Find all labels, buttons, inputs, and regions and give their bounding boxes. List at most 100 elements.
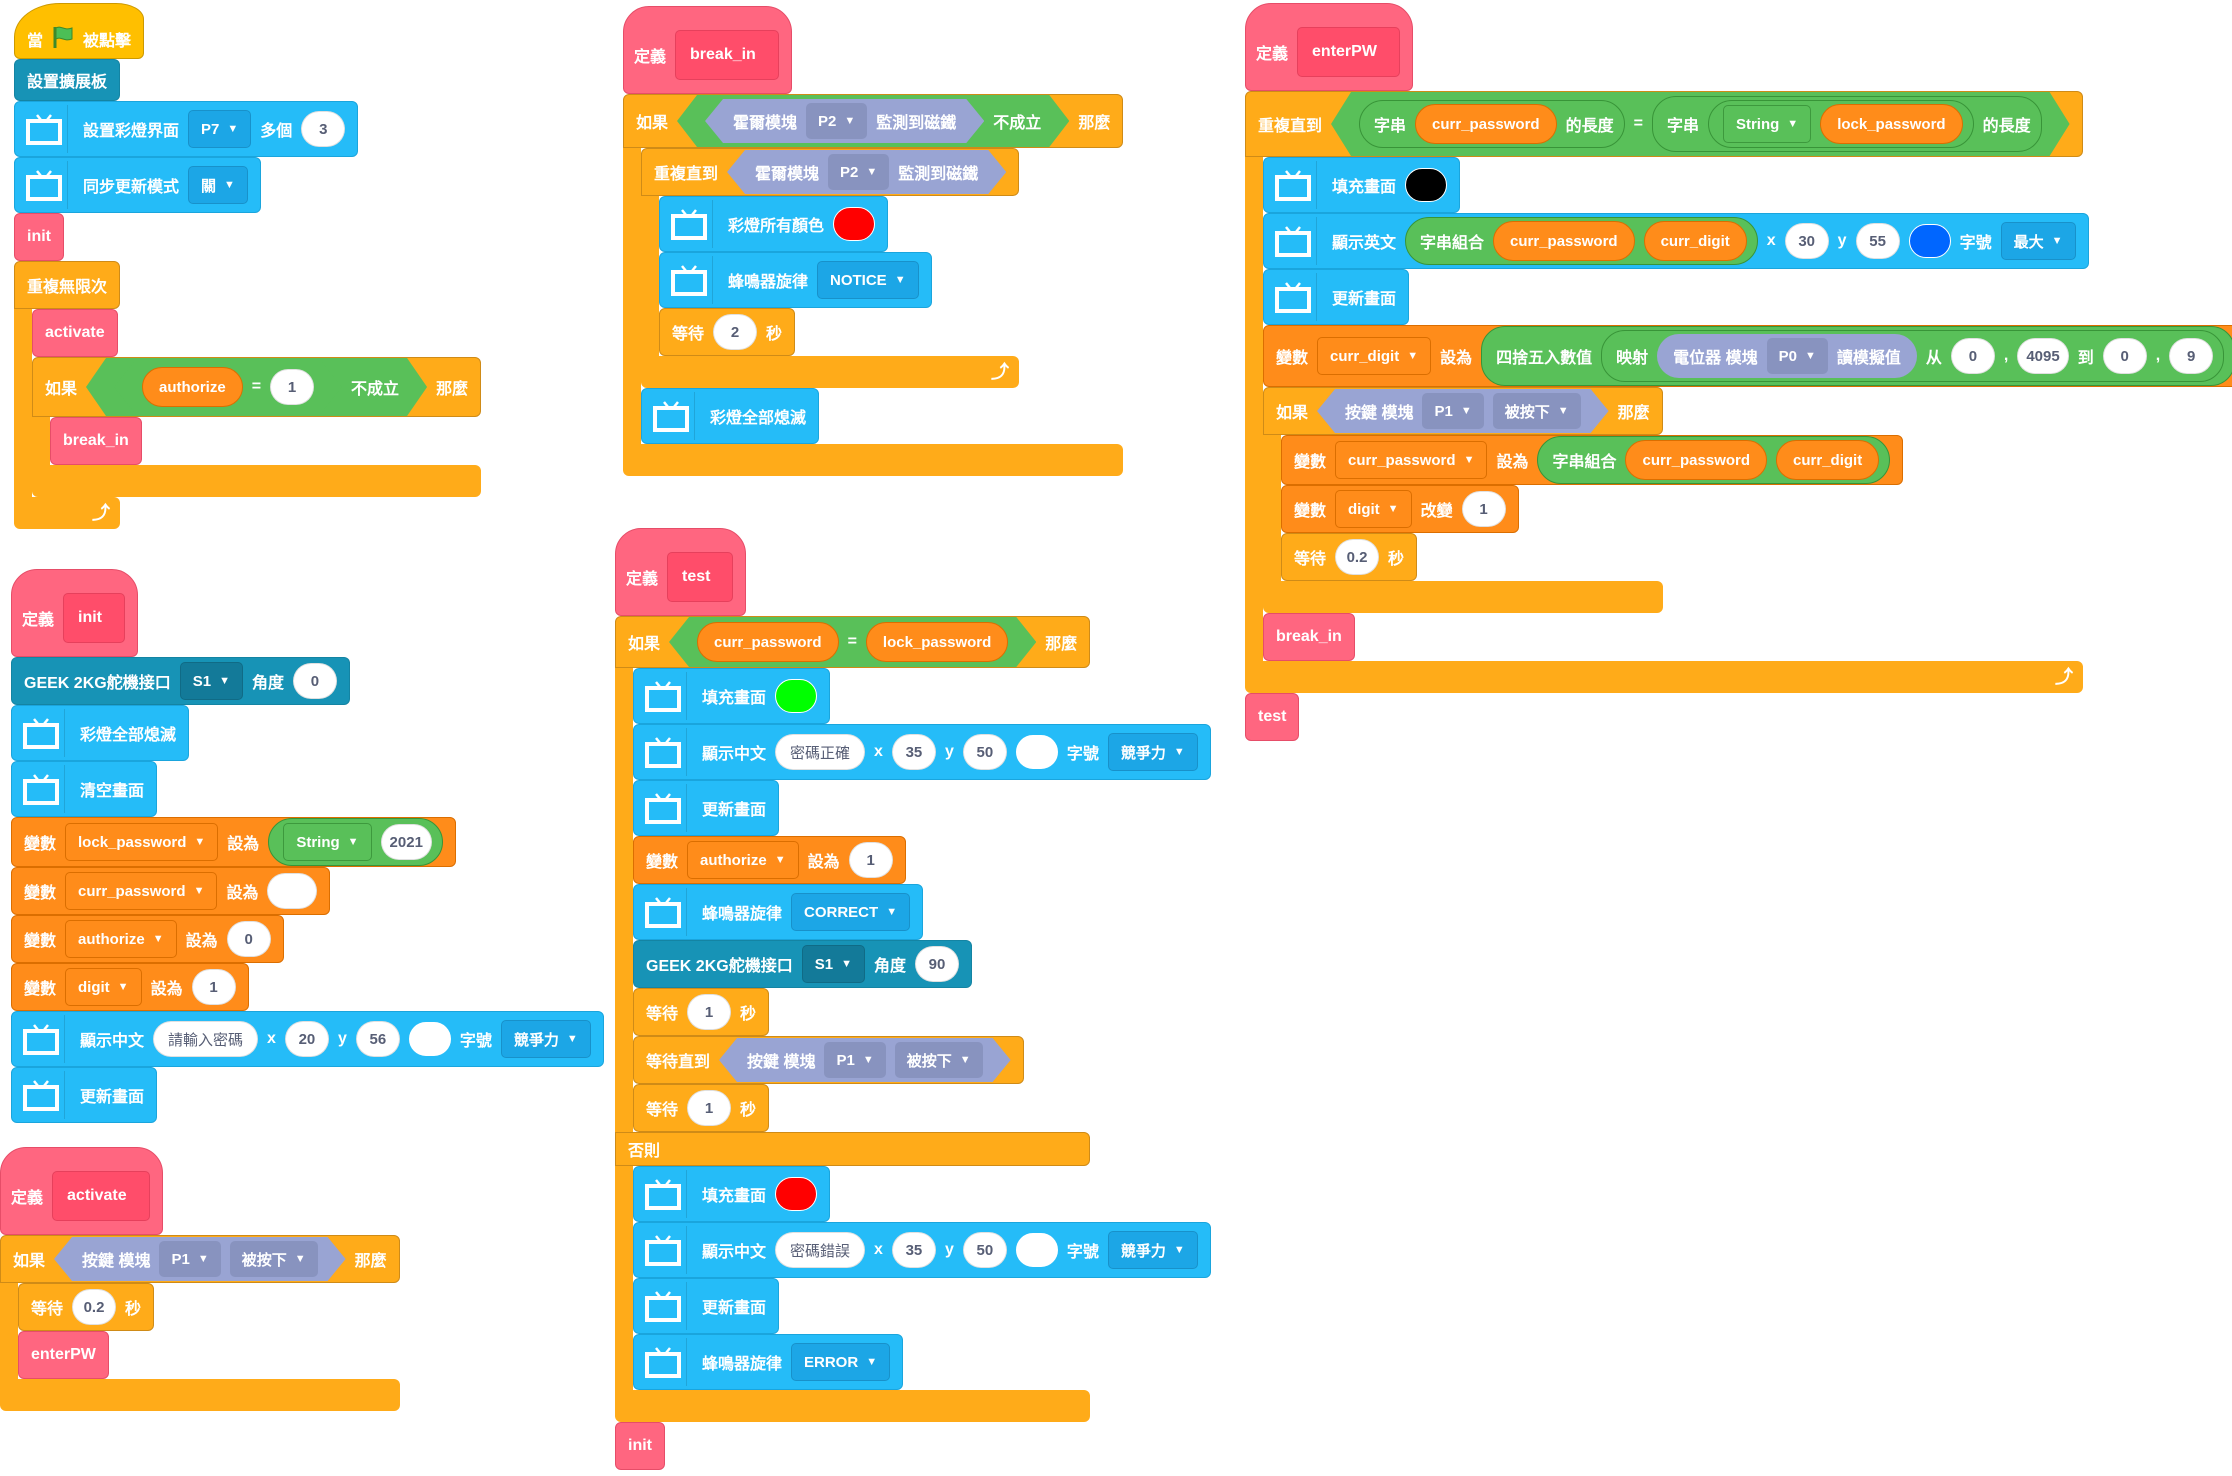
dropdown[interactable]: P1▼ — [824, 1042, 885, 1078]
dropdown[interactable]: P1▼ — [159, 1241, 220, 1277]
dropdown[interactable]: ERROR▼ — [791, 1343, 891, 1381]
number-input[interactable]: 56 — [355, 1021, 400, 1057]
number-input[interactable]: 2021 — [380, 824, 432, 860]
event-block[interactable]: 當被點擊 — [14, 3, 145, 59]
color-picker[interactable] — [1015, 1233, 1058, 1267]
dropdown[interactable]: authorize▼ — [687, 841, 799, 879]
call-block[interactable]: activate — [32, 309, 118, 357]
color-picker[interactable] — [833, 207, 876, 241]
custom-block-prototype[interactable]: activate — [52, 1171, 150, 1221]
color-picker[interactable] — [1015, 735, 1058, 769]
number-input[interactable]: 0.2 — [1335, 539, 1380, 575]
dropdown[interactable]: curr_password▼ — [65, 872, 218, 910]
variable-reporter[interactable]: curr_password — [1625, 440, 1768, 480]
dropdown[interactable]: P2▼ — [806, 103, 867, 139]
dropdown[interactable]: S1▼ — [801, 945, 865, 983]
boolean-operator[interactable]: authorize=1 — [114, 362, 342, 412]
pen-block[interactable]: 更新畫面 — [1263, 269, 1410, 325]
text-input[interactable]: 密碼錯誤 — [775, 1232, 866, 1268]
variable-reporter[interactable]: authorize — [142, 367, 243, 407]
pen-block[interactable]: 彩燈全部熄滅 — [641, 388, 820, 444]
text-input[interactable]: 密碼正確 — [775, 734, 866, 770]
number-input[interactable]: 20 — [284, 1021, 329, 1057]
color-picker[interactable] — [1908, 224, 1951, 258]
dropdown[interactable]: 被按下▼ — [230, 1241, 318, 1277]
dropdown[interactable]: curr_password▼ — [1335, 441, 1488, 479]
dropdown[interactable]: 競爭力▼ — [1107, 1231, 1198, 1269]
pen-block[interactable]: 填充畫面 — [633, 668, 831, 724]
custom-block-prototype[interactable]: enterPW — [1297, 27, 1400, 77]
dropdown[interactable]: digit▼ — [65, 968, 142, 1006]
number-input[interactable]: 90 — [914, 946, 959, 982]
pen-block[interactable]: 更新畫面 — [11, 1067, 158, 1123]
variable-reporter[interactable]: curr_password — [1493, 221, 1635, 261]
variable-reporter[interactable]: lock_password — [1820, 104, 1962, 144]
ext-block[interactable]: 設置擴展板 — [14, 59, 121, 101]
number-input[interactable]: 30 — [1784, 223, 1829, 259]
call-block[interactable]: test — [1245, 693, 1300, 741]
number-input[interactable] — [267, 873, 318, 909]
pen-block[interactable]: 更新畫面 — [633, 1278, 780, 1334]
call-block[interactable]: enterPW — [18, 1331, 109, 1379]
variable-reporter[interactable]: lock_password — [866, 622, 1008, 662]
color-picker[interactable] — [775, 1177, 818, 1211]
dropdown[interactable]: 被按下▼ — [895, 1042, 983, 1078]
variable-reporter[interactable]: curr_password — [1415, 104, 1557, 144]
pen-block[interactable]: 彩燈全部熄滅 — [11, 705, 190, 761]
variable-reporter[interactable]: curr_digit — [1776, 440, 1880, 480]
dropdown[interactable]: 競爭力▼ — [1107, 733, 1198, 771]
boolean-operator[interactable]: curr_password=lock_password — [669, 617, 1036, 667]
variable-reporter[interactable]: curr_digit — [1643, 221, 1747, 261]
control-block[interactable]: 重複無限次 — [14, 261, 120, 309]
dropdown[interactable]: lock_password▼ — [65, 823, 219, 861]
dropdown[interactable]: P7▼ — [188, 110, 252, 148]
color-picker[interactable] — [1405, 168, 1448, 202]
color-picker[interactable] — [408, 1022, 451, 1056]
pen-block[interactable]: 同步更新模式關▼ — [14, 157, 261, 213]
